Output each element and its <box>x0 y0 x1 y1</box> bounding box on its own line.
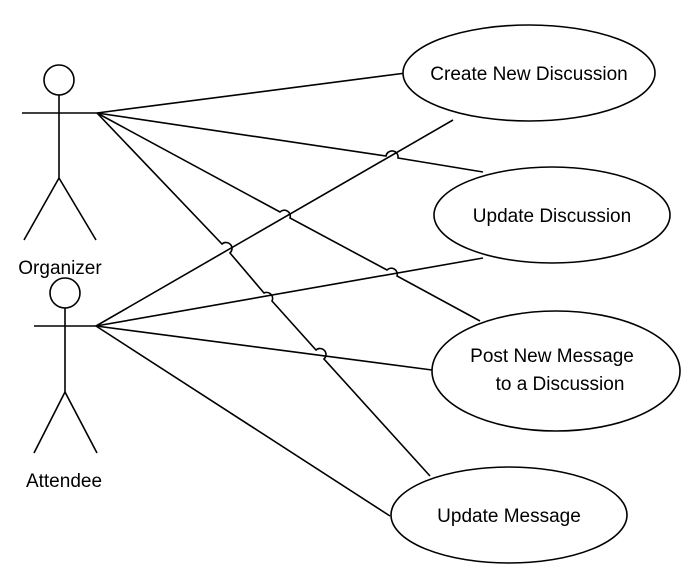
actor-head <box>43 64 75 96</box>
use-case-label: Create New Discussion <box>430 64 627 85</box>
actor-attendee: Attendee <box>26 277 102 492</box>
associations <box>95 72 484 517</box>
actor-left-leg <box>23 177 60 241</box>
use-case-label: Update Discussion <box>473 206 631 227</box>
use-case-post-new-message: Post New Message to a Discussion <box>431 310 681 432</box>
association-attendee-post-message <box>95 325 433 371</box>
association-attendee-update-discussion <box>95 257 484 327</box>
actor-organizer: Organizer <box>18 64 102 279</box>
use-case-ellipse <box>433 166 671 264</box>
use-case-update-message: Update Message <box>390 466 628 564</box>
association-attendee-update-message <box>95 325 391 517</box>
use-case-label: Update Message <box>437 506 581 527</box>
actor-label: Attendee <box>26 471 102 492</box>
actor-right-leg <box>64 391 98 454</box>
use-case-update-discussion: Update Discussion <box>433 166 671 264</box>
actor-label: Organizer <box>18 258 102 279</box>
association-organizer-update-message <box>96 112 431 477</box>
association-organizer-create <box>96 72 407 114</box>
use-case-label-line-1: Post New Message <box>470 346 634 367</box>
association-attendee-create <box>95 119 454 327</box>
use-case-ellipse <box>390 466 628 564</box>
use-case-create-new-discussion: Create New Discussion <box>402 24 656 122</box>
actor-right-leg <box>58 177 97 241</box>
actor-head <box>49 277 81 309</box>
use-case-ellipse <box>431 310 681 432</box>
use-case-label-line-2: to a Discussion <box>496 374 625 395</box>
actor-left-leg <box>33 391 66 454</box>
association-organizer-post-message <box>96 112 481 322</box>
association-organizer-update-discussion <box>96 112 484 173</box>
use-case-ellipse <box>402 24 656 122</box>
